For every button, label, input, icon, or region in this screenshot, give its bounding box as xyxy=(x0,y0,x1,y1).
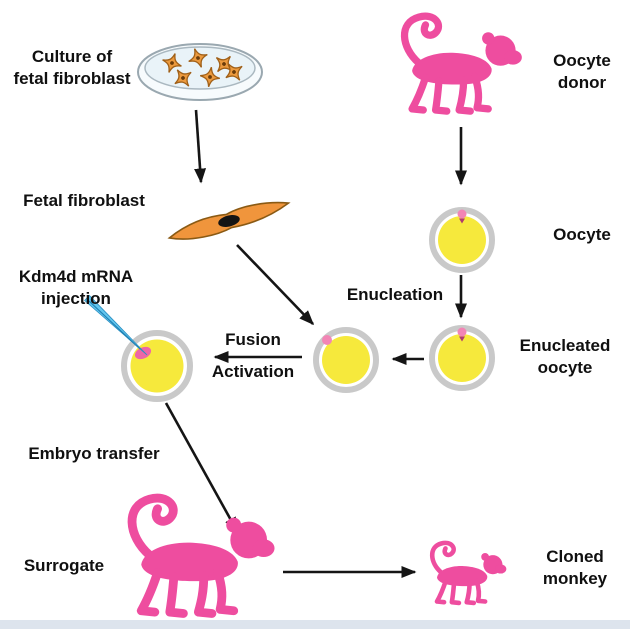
label-line: monkey xyxy=(542,569,608,589)
oocyte-donor-monkey-icon xyxy=(405,16,522,111)
label-oocyte: Oocyte xyxy=(553,225,611,244)
label-line: injection xyxy=(41,289,111,309)
label-fetal-fibroblast: Fetal fibroblast xyxy=(23,191,145,210)
arrow-embryo-transfer xyxy=(164,402,239,533)
arrow-culture-to-fibroblast xyxy=(194,109,207,184)
label-line: Kdm4d mRNA xyxy=(18,267,134,286)
label-line: Enucleated xyxy=(519,336,611,355)
label-line: Oocyte xyxy=(553,51,611,70)
label-line: Cloned xyxy=(546,547,604,566)
label-line: fetal fibroblast xyxy=(13,69,131,89)
label-embryo-transfer: Embryo transfer xyxy=(28,444,160,463)
enucleated-oocyte-icon xyxy=(429,325,495,391)
label-enucleation: Enucleation xyxy=(346,285,444,304)
label-fusion: Fusion xyxy=(225,330,281,349)
label-activation: Activation xyxy=(211,362,295,381)
surrogate-monkey-icon xyxy=(132,498,274,613)
bottom-strip xyxy=(0,620,630,629)
label-enucleated-oocyte: Enucleated oocyte xyxy=(500,335,630,379)
label-line: Culture of xyxy=(31,47,113,66)
fused-oocyte-icon xyxy=(313,327,379,393)
cloned-monkey-icon xyxy=(432,543,506,603)
label-surrogate: Surrogate xyxy=(23,556,105,575)
label-culture-of-fetal-fibroblast: Culture of fetal fibroblast xyxy=(2,46,142,90)
label-line: donor xyxy=(557,73,607,93)
petri-dish-icon xyxy=(137,43,263,101)
donor-nucleus-icon xyxy=(134,346,152,360)
fetal-fibroblast-cell-icon xyxy=(167,201,291,240)
label-oocyte-donor: Oocyte donor xyxy=(536,50,628,94)
injection-needle-icon xyxy=(84,294,148,356)
label-cloned-monkey: Cloned monkey xyxy=(524,546,626,590)
arrow-fibroblast-to-oocyte xyxy=(236,244,315,326)
oocyte-icon xyxy=(429,207,495,273)
label-kdm4d-injection: Kdm4d mRNA injection xyxy=(0,266,152,310)
label-line: oocyte xyxy=(537,358,593,378)
arrows xyxy=(164,109,467,578)
